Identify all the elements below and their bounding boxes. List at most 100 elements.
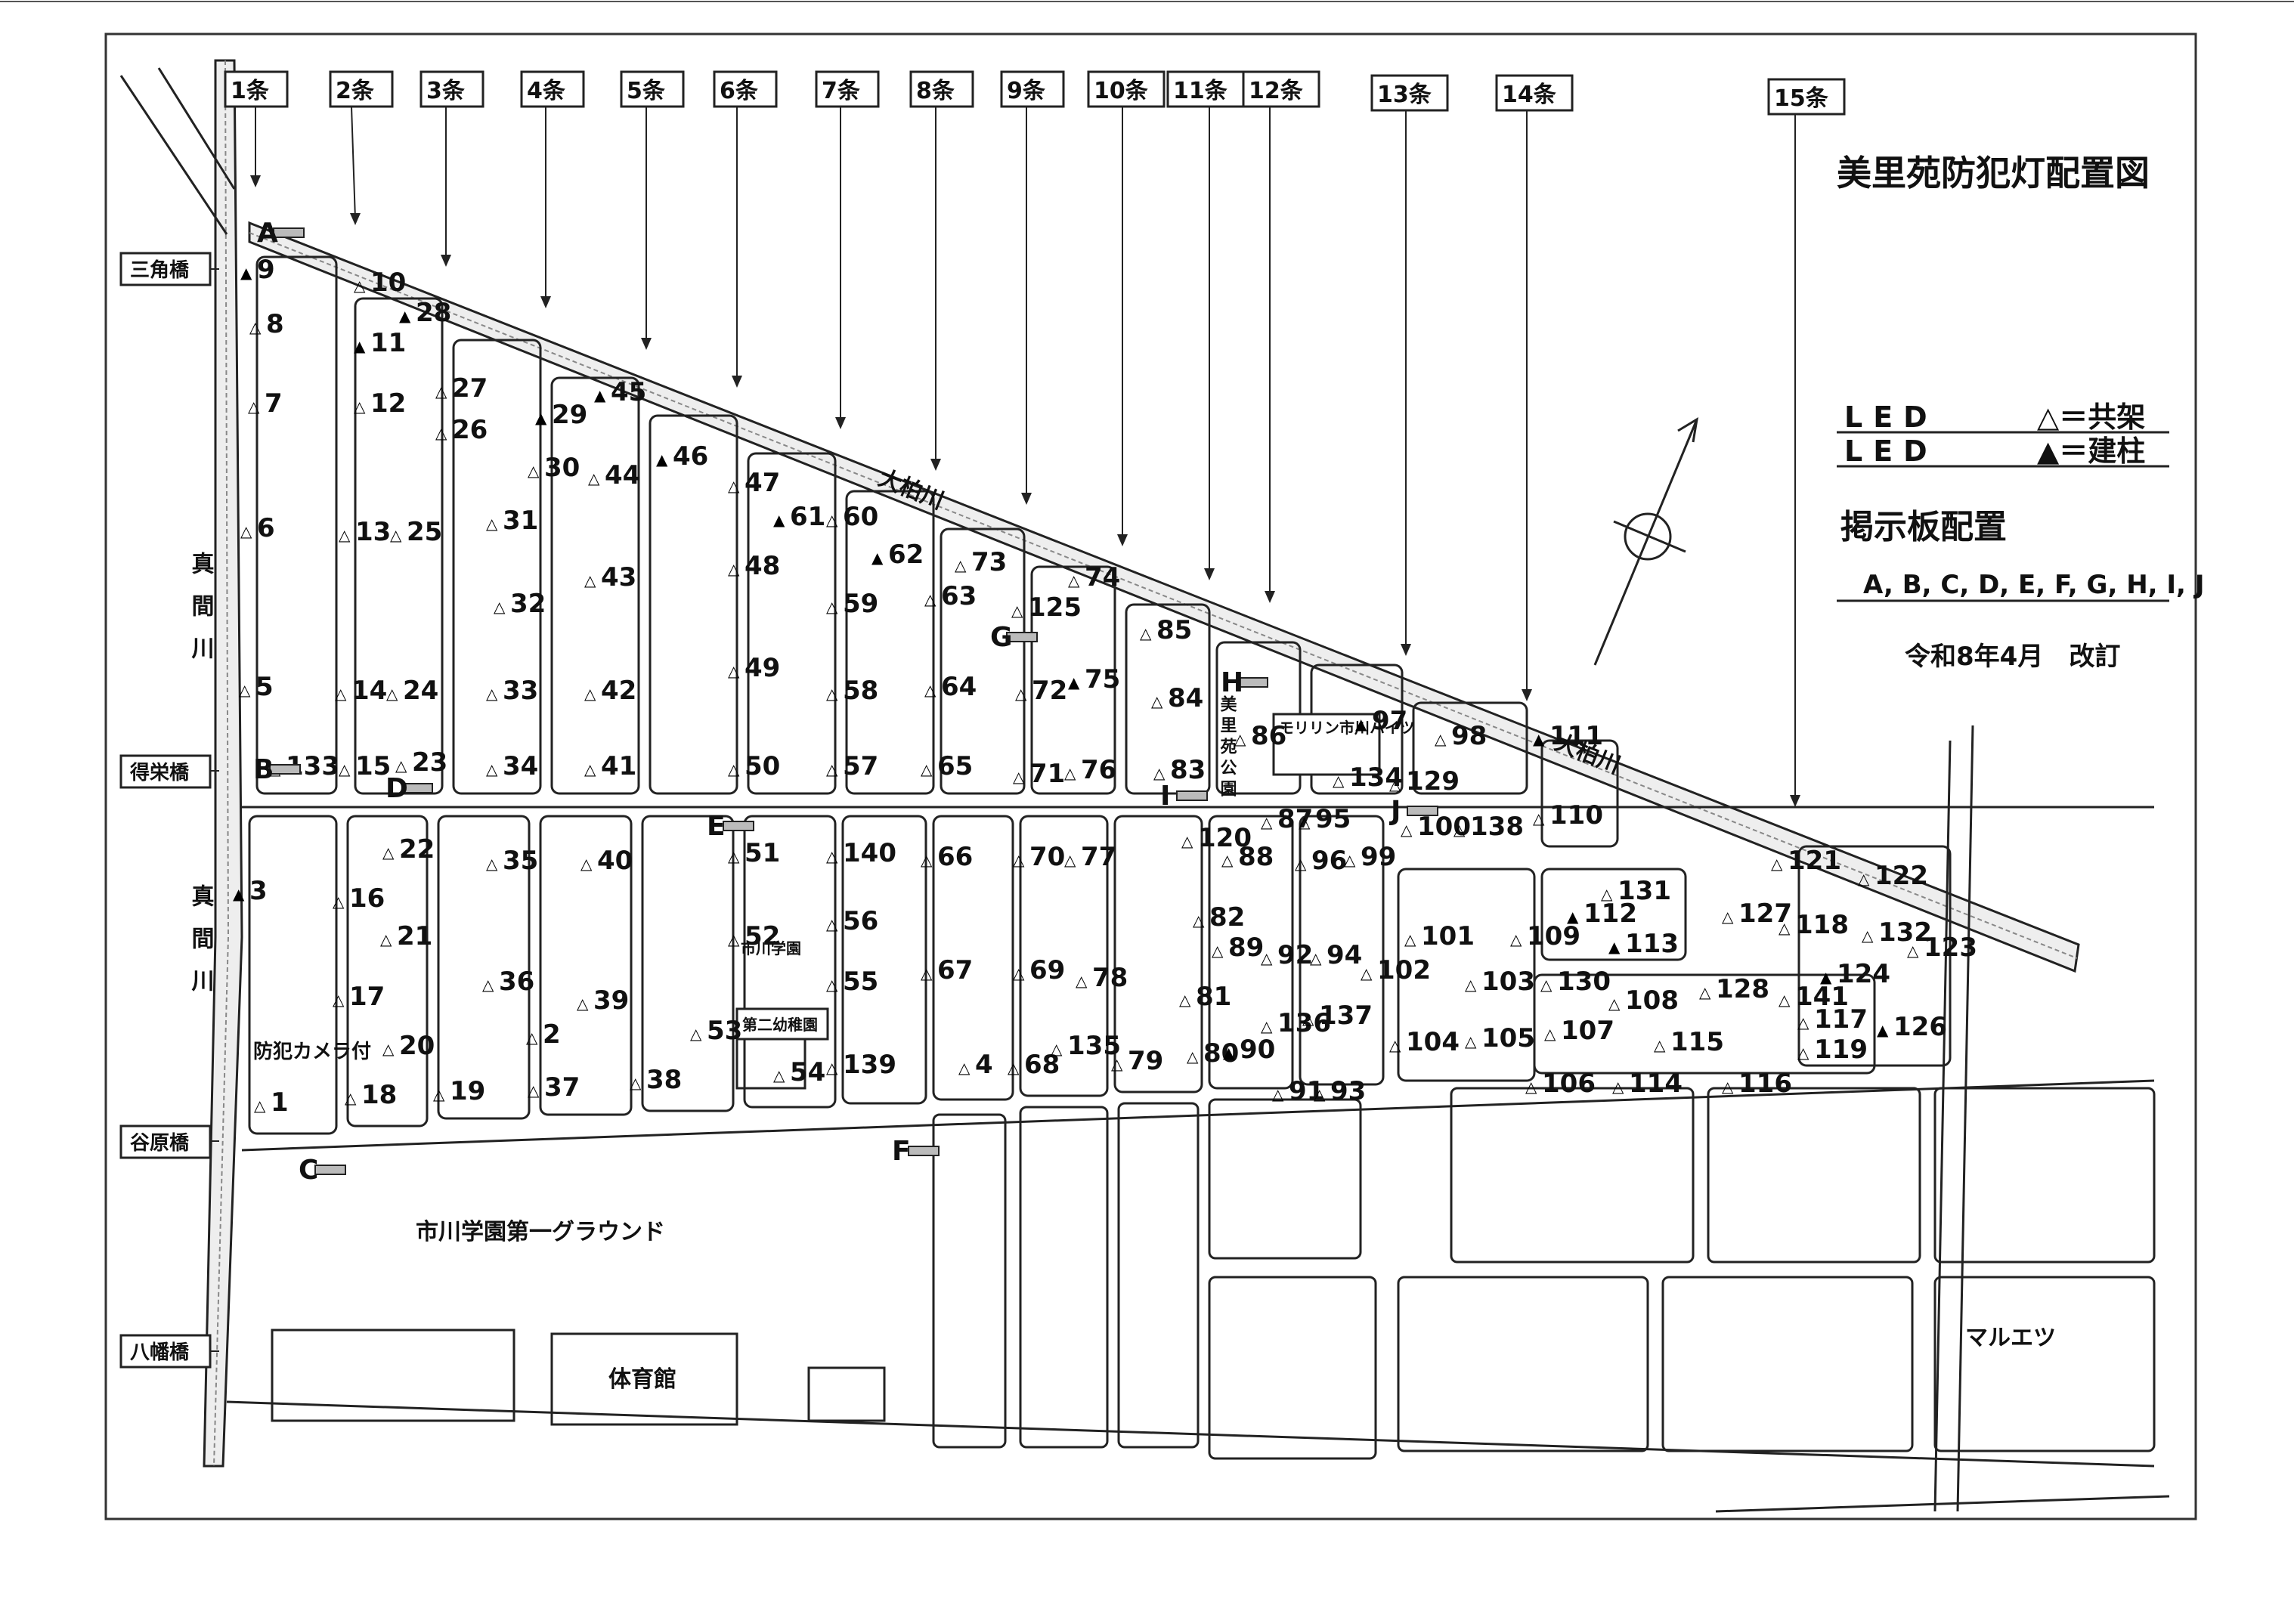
lamp-49: △49 <box>728 653 780 683</box>
lamp-58: △58 <box>826 676 878 706</box>
lamp-121: △121 <box>1771 846 1841 876</box>
lamp-15: △15 <box>339 751 391 781</box>
lamp-number-114: 114 <box>1629 1069 1683 1099</box>
lamp-74: △74 <box>1068 562 1120 592</box>
lamp-number-132: 132 <box>1878 917 1932 948</box>
lamp-69: △69 <box>1013 955 1065 985</box>
lamp-symbol-77: △ <box>1064 851 1076 869</box>
lamp-symbol-39: △ <box>577 995 589 1013</box>
lamp-number-116: 116 <box>1738 1069 1792 1099</box>
lamp-symbol-31: △ <box>486 515 498 533</box>
street-6: 6条 <box>713 70 778 388</box>
lamp-number-135: 135 <box>1067 1031 1121 1061</box>
svg-text:12条: 12条 <box>1249 78 1303 104</box>
lamp-symbol-20: △ <box>382 1040 395 1058</box>
lamp-129: △129 <box>1389 766 1460 797</box>
lamp-97: ▲97 <box>1355 706 1407 736</box>
lamp-64: △64 <box>924 672 977 702</box>
lamp-number-34: 34 <box>503 751 538 781</box>
river-mama <box>203 59 243 1468</box>
lamp-symbol-78: △ <box>1076 972 1088 990</box>
lamp-23: △23 <box>395 747 447 778</box>
lamp-number-38: 38 <box>646 1065 682 1095</box>
lamp-number-7: 7 <box>265 388 283 419</box>
lamp-symbol-67: △ <box>921 964 933 982</box>
lamp-symbol-29: ▲ <box>535 409 547 427</box>
lamp-32: △32 <box>494 589 546 619</box>
lamp-symbol-34: △ <box>486 760 498 778</box>
svg-text:谷原橋: 谷原橋 <box>130 1132 190 1155</box>
lamp-symbol-54: △ <box>773 1066 785 1084</box>
legend-row2-kind: LED <box>1844 435 1938 468</box>
lamp-symbol-70: △ <box>1013 851 1025 869</box>
lamp-symbol-90: ▲ <box>1223 1044 1235 1062</box>
lamp-number-88: 88 <box>1238 842 1274 872</box>
lamp-symbol-21: △ <box>380 930 392 948</box>
lamp-130: △130 <box>1540 967 1611 997</box>
lamp-number-14: 14 <box>351 676 387 706</box>
lamp-number-124: 124 <box>1837 959 1890 989</box>
place-heights: モリリン市川ハイツ <box>1279 719 1415 737</box>
lamp-53: △53 <box>690 1016 742 1046</box>
lamp-78: △78 <box>1076 963 1128 993</box>
lamp-symbol-57: △ <box>826 760 838 778</box>
lamp-symbol-137: △ <box>1302 1010 1314 1028</box>
lamp-30: △30 <box>528 453 580 483</box>
lamp-56: △56 <box>826 906 878 936</box>
lamp-number-103: 103 <box>1481 967 1535 997</box>
lamp-number-18: 18 <box>361 1080 397 1110</box>
lamp-symbol-22: △ <box>382 843 395 861</box>
lamp-symbol-115: △ <box>1654 1036 1666 1054</box>
lamp-number-40: 40 <box>597 846 633 876</box>
place-camera: 防犯カメラ付 <box>253 1041 371 1063</box>
lamp-symbol-30: △ <box>528 462 540 480</box>
lamp-symbol-25: △ <box>390 526 402 544</box>
lamp-number-121: 121 <box>1788 846 1841 876</box>
lamp-symbol-141: △ <box>1779 991 1791 1009</box>
lamp-symbol-96: △ <box>1295 855 1307 873</box>
lamp-number-106: 106 <box>1542 1069 1596 1099</box>
place-marunetsu: マルエツ <box>1965 1325 2056 1351</box>
lamp-31: △31 <box>486 506 538 536</box>
lamp-37: △37 <box>528 1072 580 1103</box>
lamp-26: △26 <box>435 415 488 445</box>
lamp-number-112: 112 <box>1584 899 1637 929</box>
lamp-136: △136 <box>1261 1008 1331 1038</box>
lamp-symbol-92: △ <box>1261 949 1273 967</box>
compass-icon <box>1593 417 1699 666</box>
lamp-symbol-99: △ <box>1344 851 1356 869</box>
lamp-symbol-139: △ <box>826 1059 838 1077</box>
lamp-symbol-89: △ <box>1212 942 1224 960</box>
lamp-number-77: 77 <box>1081 842 1116 872</box>
lamp-28: ▲28 <box>399 298 451 328</box>
road-diagonal-left <box>119 75 228 235</box>
lamp-symbol-91: △ <box>1272 1085 1284 1103</box>
lamp-8: △8 <box>249 309 284 339</box>
lamp-number-113: 113 <box>1625 929 1679 959</box>
lamp-34: △ 34 <box>486 751 538 781</box>
lamp-48: △48 <box>728 551 780 581</box>
river-ookashiwa <box>248 221 2080 973</box>
lamp-85: △85 <box>1140 615 1192 645</box>
lamp-number-65: 65 <box>937 751 973 781</box>
street-14: 14条 <box>1495 74 1574 701</box>
svg-text:三角橋: 三角橋 <box>130 258 190 282</box>
lamp-13: △13 <box>339 517 391 547</box>
lamp-symbol-19: △ <box>433 1085 445 1103</box>
svg-text:10条: 10条 <box>1094 78 1148 104</box>
lamp-symbol-132: △ <box>1862 926 1874 945</box>
lamp-symbol-52: △ <box>728 930 740 948</box>
lamp-number-32: 32 <box>510 589 546 619</box>
lamp-symbol-88: △ <box>1221 851 1234 869</box>
lamp-134: △134 <box>1333 763 1403 793</box>
lamp-symbol-110: △ <box>1533 809 1545 827</box>
lamp-29: ▲29 <box>535 400 587 430</box>
lamp-markers: △1△2▲3△4△5△6△7△8▲9△10▲11△12△13△14△15△16△… <box>233 255 1977 1118</box>
lamp-symbol-42: △ <box>584 685 596 703</box>
lamp-number-30: 30 <box>544 453 580 483</box>
lamp-102: △102 <box>1361 955 1431 985</box>
lamp-symbol-105: △ <box>1465 1032 1477 1050</box>
lamp-symbol-47: △ <box>728 477 740 495</box>
lamp-21: △21 <box>380 921 432 951</box>
place-kindergarten: 第二幼稚園 <box>742 1016 818 1034</box>
